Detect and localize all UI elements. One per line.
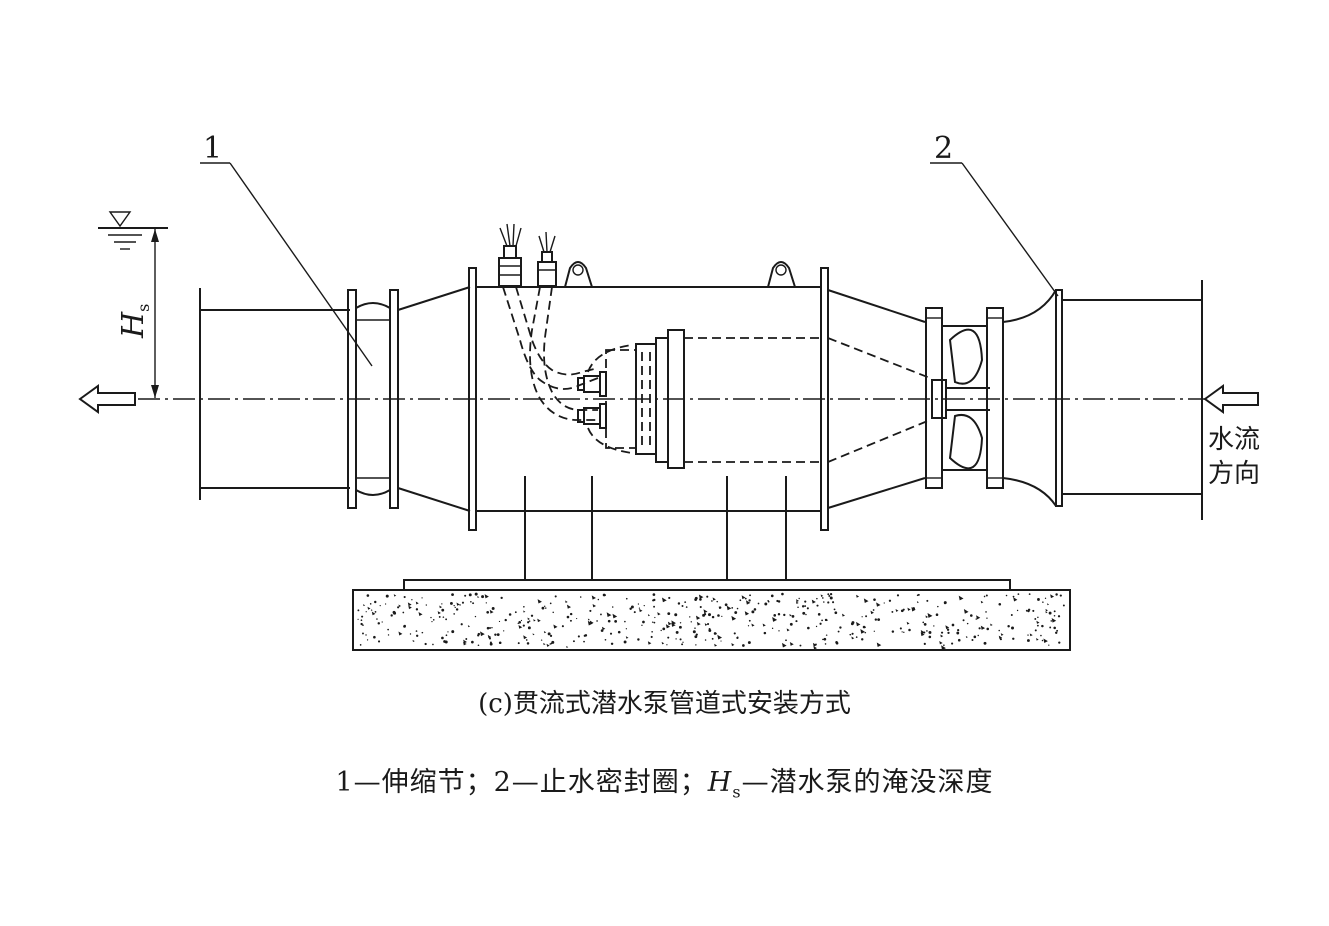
impeller-icon (931, 328, 990, 470)
legend-symbol: H (707, 767, 733, 798)
flow-direction-label-line2: 方向 (1208, 459, 1260, 489)
callout-1-label: 1 (203, 131, 222, 166)
inlet-arrow-icon (1203, 384, 1259, 414)
flow-direction-label-line1: 水流 (1208, 425, 1260, 455)
concrete-texture (357, 592, 1065, 651)
outlet-pipe (199, 288, 350, 500)
outlet-arrow-icon (78, 384, 136, 414)
callout-1: 1 (200, 131, 373, 367)
concrete-foundation (352, 589, 1071, 651)
cable-gland-icon (498, 223, 522, 287)
lifting-lug-icon (560, 261, 598, 288)
inlet-cone (827, 289, 931, 509)
cable-gland-icon (537, 231, 557, 287)
power-cable (502, 286, 633, 454)
legend-part: 1—伸缩节；2—止水密封圈； (335, 767, 708, 798)
figure-caption: (c)贯流式潜水泵管道式安装方式 (478, 689, 851, 719)
seal-ring (1055, 289, 1063, 507)
submersible-pump (577, 329, 822, 469)
figure-legend: 1—伸缩节；2—止水密封圈；Hs—潜水泵的淹没深度 (0, 760, 1329, 801)
water-level-icon (98, 211, 168, 250)
support-frame (403, 476, 1011, 591)
inlet-bell (1002, 280, 1203, 520)
callout-2-label: 2 (934, 131, 953, 166)
outlet-cone (397, 286, 471, 512)
expansion-joint (347, 289, 399, 509)
legend-depth: —潜水泵的淹没深度 (741, 767, 994, 798)
submergence-depth-dimension: Hs (116, 229, 159, 398)
callout-2: 2 (930, 131, 1059, 297)
lifting-lug-icon (763, 261, 801, 288)
legend-subscript: s (732, 782, 742, 802)
impeller-flange (925, 307, 1004, 489)
depth-label: Hs (116, 304, 153, 339)
